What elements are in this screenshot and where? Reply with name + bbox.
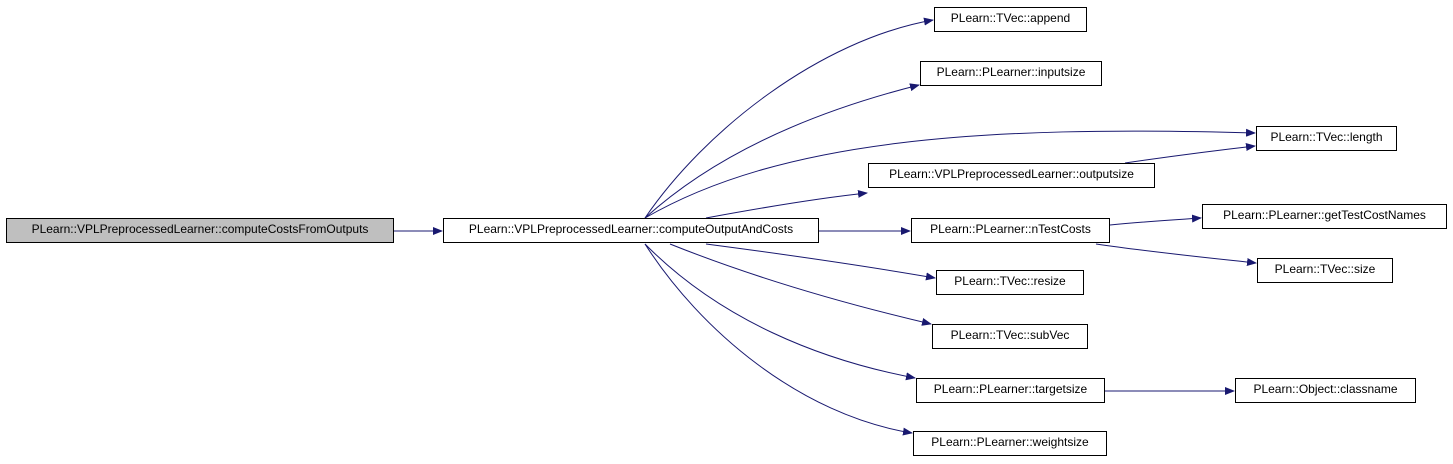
node-plearner-weightsize[interactable]: PLearn::PLearner::weightsize bbox=[913, 431, 1107, 456]
node-tvec-append[interactable]: PLearn::TVec::append bbox=[934, 7, 1087, 32]
node-tvec-subvec[interactable]: PLearn::TVec::subVec bbox=[932, 324, 1088, 349]
node-object-classname[interactable]: PLearn::Object::classname bbox=[1235, 378, 1416, 403]
edge-coac-to-length bbox=[644, 128, 1256, 219]
edge-coac-to-resize bbox=[705, 243, 936, 281]
node-vpl-outputsize[interactable]: PLearn::VPLPreprocessedLearner::outputsi… bbox=[868, 163, 1155, 188]
edge-coac-to-subvec bbox=[669, 243, 932, 326]
node-root: PLearn::VPLPreprocessedLearner::computeC… bbox=[6, 218, 394, 243]
node-plearner-gettestcostnames[interactable]: PLearn::PLearner::getTestCostNames bbox=[1202, 204, 1447, 229]
edge-ntestcosts-to-gettestcostnames bbox=[1109, 214, 1202, 226]
edge-ntestcosts-to-size bbox=[1095, 243, 1257, 267]
edge-coac-to-weightsize bbox=[644, 243, 913, 436]
edge-outputsize-to-length bbox=[1124, 143, 1256, 164]
node-plearner-inputsize[interactable]: PLearn::PLearner::inputsize bbox=[920, 61, 1102, 86]
node-plearner-targetsize[interactable]: PLearn::PLearner::targetsize bbox=[916, 378, 1105, 403]
edge-coac-to-targetsize bbox=[644, 243, 916, 381]
edge-coac-to-append bbox=[644, 17, 934, 219]
node-tvec-size[interactable]: PLearn::TVec::size bbox=[1257, 258, 1393, 283]
edge-coac-to-outputsize bbox=[705, 189, 868, 219]
node-tvec-length[interactable]: PLearn::TVec::length bbox=[1256, 126, 1397, 151]
node-compute-output-and-costs[interactable]: PLearn::VPLPreprocessedLearner::computeO… bbox=[443, 218, 819, 243]
node-plearner-ntestcosts[interactable]: PLearn::PLearner::nTestCosts bbox=[911, 218, 1110, 243]
edge-coac-to-inputsize bbox=[644, 83, 920, 219]
node-tvec-resize[interactable]: PLearn::TVec::resize bbox=[936, 270, 1084, 295]
